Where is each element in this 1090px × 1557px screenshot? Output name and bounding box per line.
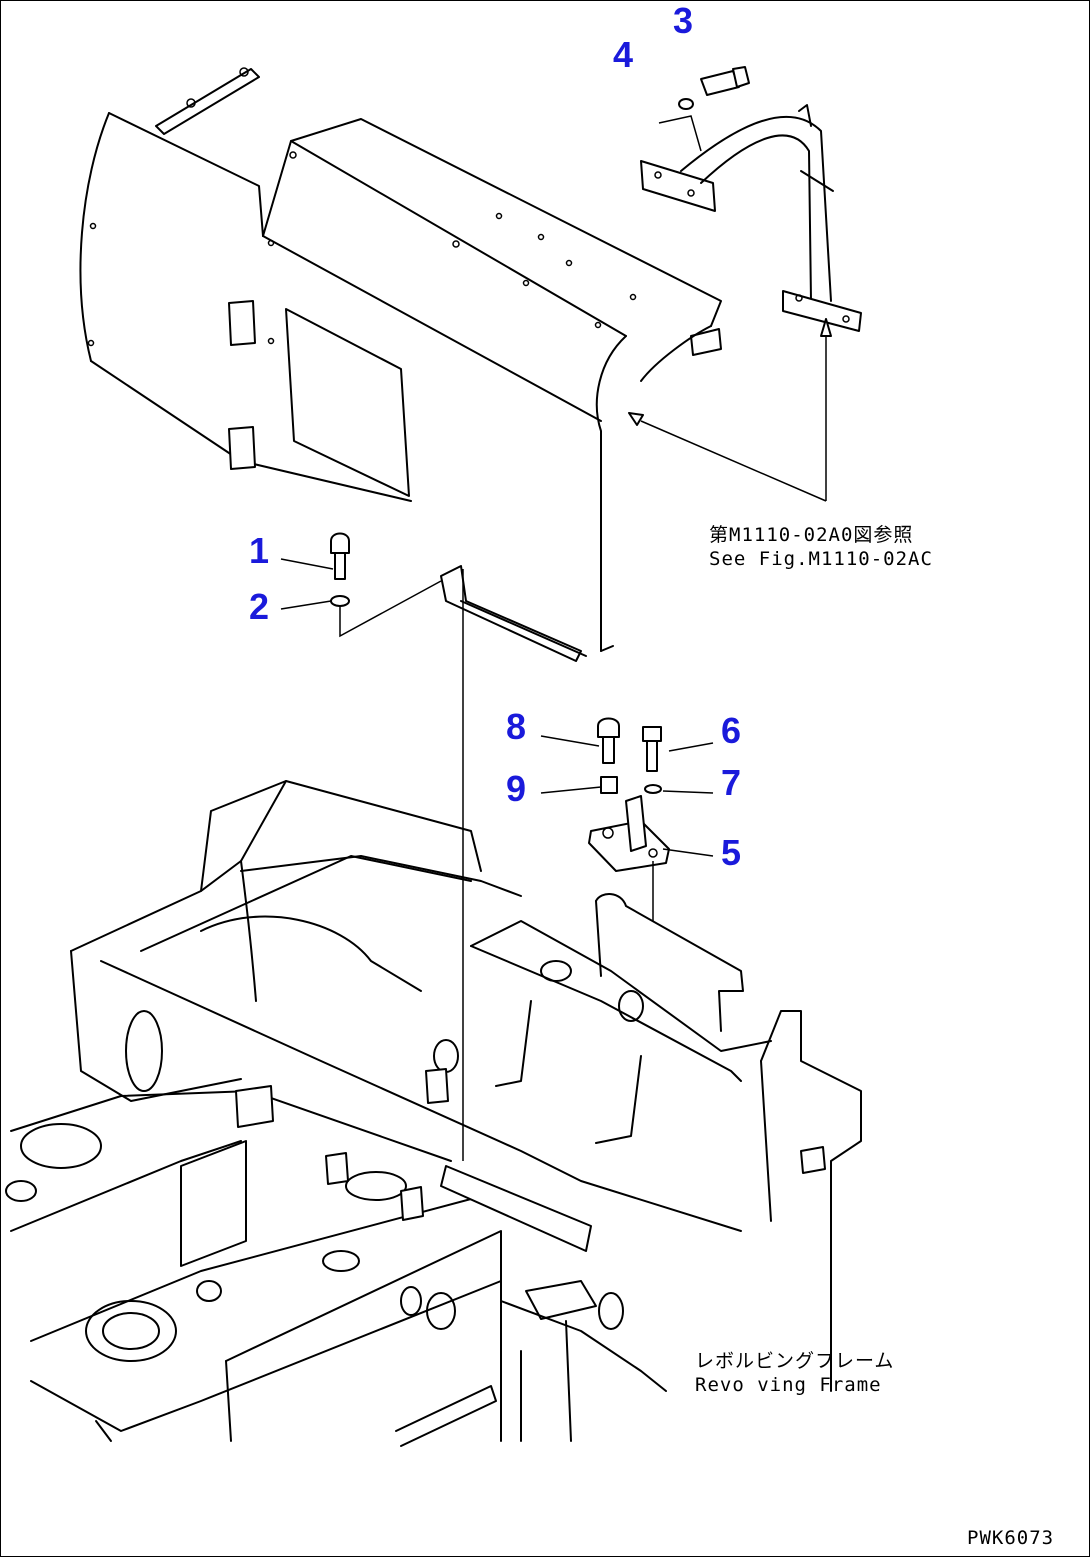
drawing-code: PWK6073 [967,1527,1055,1549]
revolving-frame [5,780,862,1447]
reference-note-jp: 第M1110-02A0図参照 [709,524,914,546]
callout-1[interactable]: 1 [249,530,270,571]
callout-9[interactable]: 9 [506,768,527,809]
reference-note-en: See Fig.M1110-02AC [709,548,933,570]
callout-2[interactable]: 2 [249,586,270,627]
callout-5[interactable]: 5 [721,832,742,873]
bracket-5-bolts-6-9 [540,717,714,921]
callout-3[interactable]: 3 [673,0,694,41]
frame-label-jp: レボルビングフレーム [695,1350,895,1372]
bolt-1-washer-2 [280,532,442,638]
callout-4[interactable]: 4 [613,34,634,75]
callout-8[interactable]: 8 [506,706,527,747]
reference-leader [628,318,832,502]
cover-assembly [79,67,722,662]
reference-note: 第M1110-02A0図参照 See Fig.M1110-02AC [709,523,933,571]
handrail-bracket [640,104,862,332]
frame-label: レボルビングフレーム Revo ving Frame [695,1349,894,1397]
callout-6[interactable]: 6 [721,710,742,751]
callout-7[interactable]: 7 [721,762,742,803]
bolt-3-washer-4 [658,66,750,152]
frame-label-en: Revo ving Frame [695,1374,882,1396]
